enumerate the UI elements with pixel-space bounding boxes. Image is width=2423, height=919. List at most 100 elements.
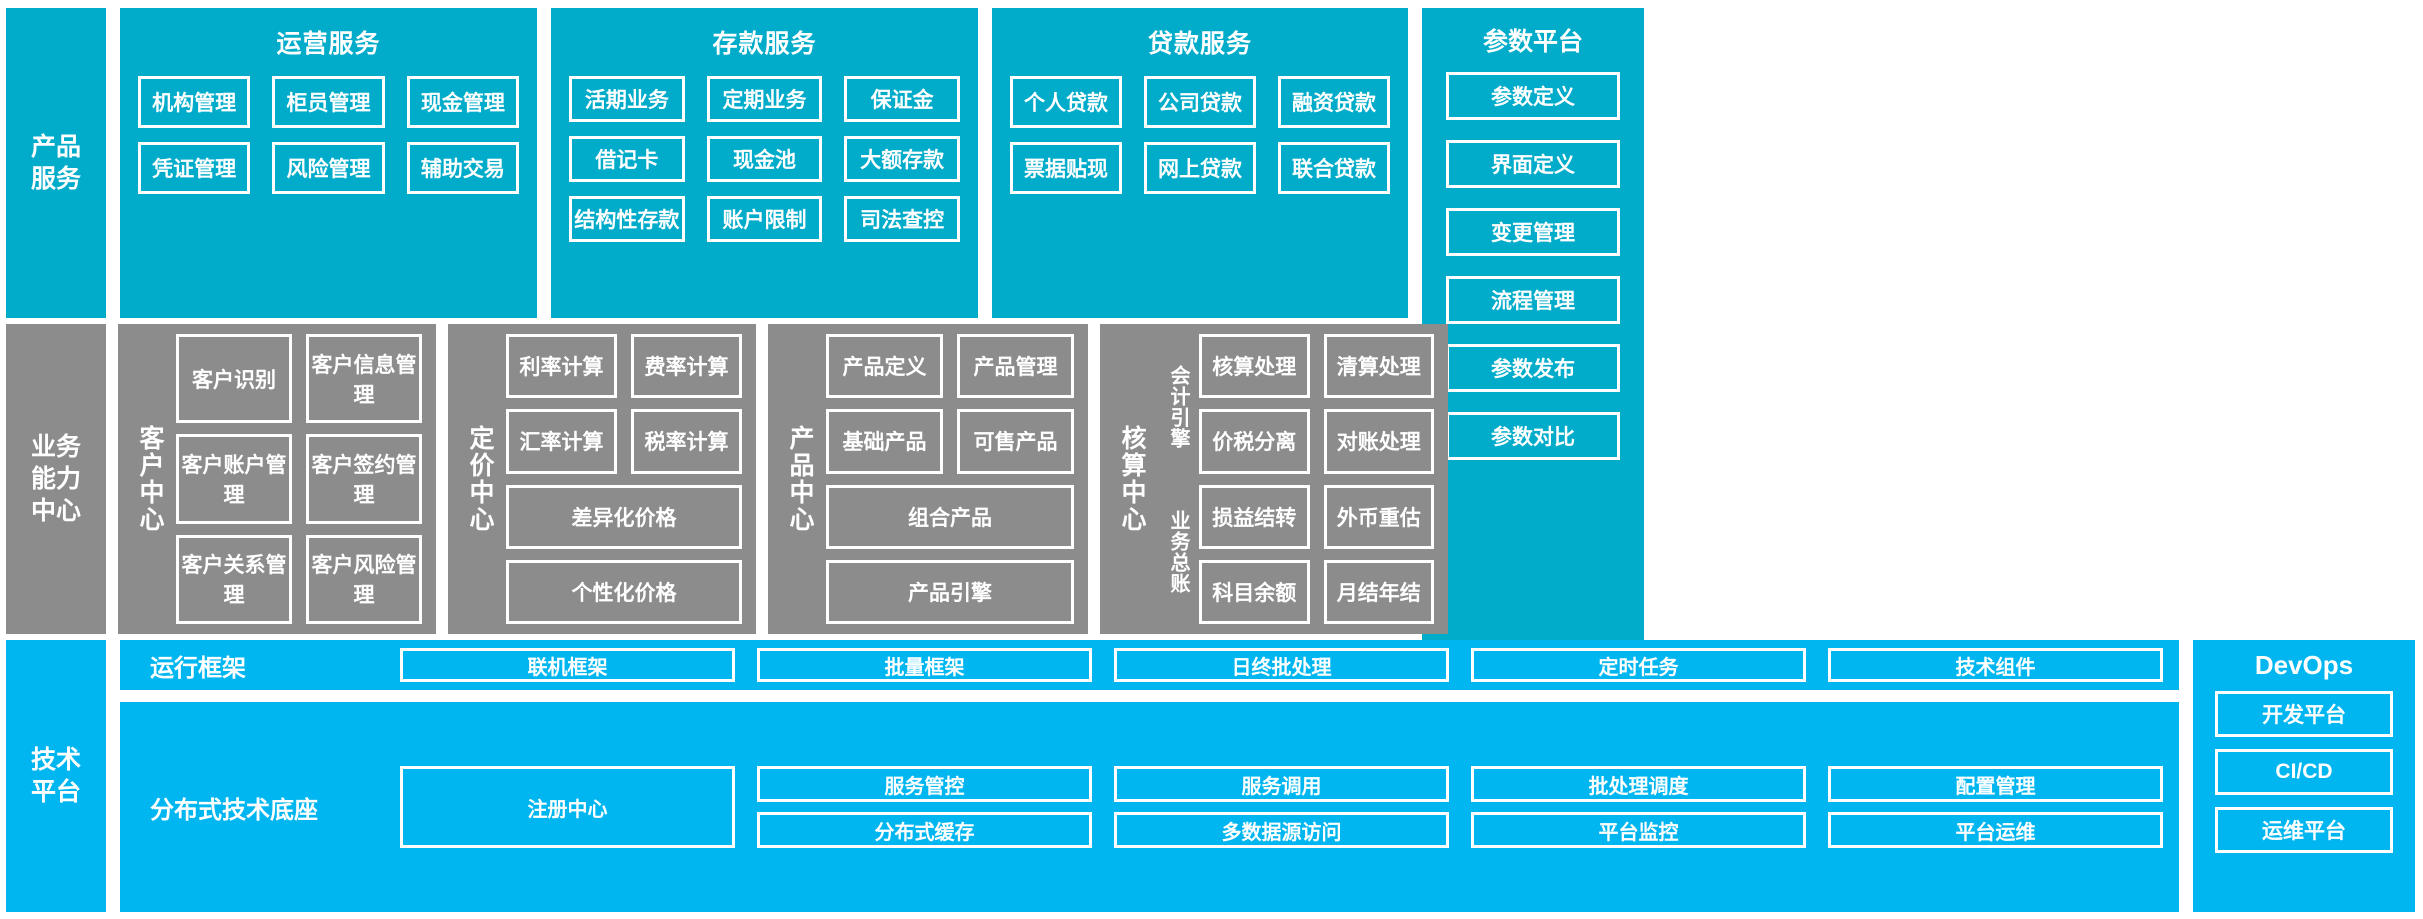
tech-item-platform-operations[interactable]: 平台运维 bbox=[1828, 812, 2163, 848]
tech-item-registry-center[interactable]: 注册中心 bbox=[400, 766, 735, 848]
panel-grid-operations: 机构管理 柜员管理 现金管理 凭证管理 风险管理 辅助交易 bbox=[138, 76, 519, 304]
service-item-personal-loan[interactable]: 个人贷款 bbox=[1010, 76, 1122, 128]
tech-item-technical-component[interactable]: 技术组件 bbox=[1828, 648, 2163, 682]
center-grid-customer: 客户识别 客户信息管理 客户账户管理 客户签约管理 客户关系管理 客户风险管理 bbox=[176, 334, 422, 624]
panel-title-operations: 运营服务 bbox=[276, 30, 381, 58]
service-item-time-deposit[interactable]: 定期业务 bbox=[706, 76, 823, 122]
panel-grid-loan: 个人贷款 公司贷款 融资贷款 票据贴现 网上贷款 联合贷款 bbox=[1010, 76, 1390, 304]
panel-title-parameter-platform: 参数平台 bbox=[1482, 28, 1583, 56]
parameter-platform-list: 参数定义 界面定义 变更管理 流程管理 参数发布 参数对比 bbox=[1446, 72, 1620, 630]
layer-technical-platform: 技术 平台 运行框架 联机框架 批量框架 日终批处理 定时任务 技术组件 分布式… bbox=[0, 640, 2423, 912]
band-cells-runtime-framework: 联机框架 批量框架 日终批处理 定时任务 技术组件 bbox=[400, 648, 2163, 682]
capability-item-accounting-processing[interactable]: 核算处理 bbox=[1199, 334, 1310, 399]
service-item-demand-deposit[interactable]: 活期业务 bbox=[569, 76, 685, 122]
service-item-organization-management[interactable]: 机构管理 bbox=[138, 76, 251, 128]
capability-item-customer-relationship-management[interactable]: 客户关系管理 bbox=[176, 534, 292, 624]
capability-item-product-definition[interactable]: 产品定义 bbox=[826, 334, 943, 399]
band-label-runtime-framework: 运行框架 bbox=[150, 654, 246, 682]
service-item-bill-discounting[interactable]: 票据贴现 bbox=[1010, 142, 1122, 194]
product-service-label-line2: 服务 bbox=[30, 165, 81, 193]
capability-item-customer-identification[interactable]: 客户识别 bbox=[176, 334, 292, 424]
service-item-syndicated-loan[interactable]: 联合贷款 bbox=[1278, 142, 1390, 194]
tech-item-configuration-management[interactable]: 配置管理 bbox=[1828, 766, 2163, 802]
param-item-parameter-definition[interactable]: 参数定义 bbox=[1446, 72, 1620, 120]
panel-deposit-services: 存款服务 活期业务 定期业务 保证金 借记卡 现金池 大额存款 结构性存款 账户… bbox=[551, 8, 978, 318]
param-item-ui-definition[interactable]: 界面定义 bbox=[1446, 140, 1620, 188]
service-item-corporate-loan[interactable]: 公司贷款 bbox=[1144, 76, 1256, 128]
capability-item-composite-product[interactable]: 组合产品 bbox=[826, 484, 1074, 549]
panel-parameter-platform: 参数平台 参数定义 界面定义 变更管理 流程管理 参数发布 参数对比 bbox=[1422, 8, 1644, 642]
capability-item-profit-loss-carryover[interactable]: 损益结转 bbox=[1199, 484, 1310, 549]
center-product: 产品中心 产品定义 产品管理 基础产品 可售产品 组合产品 产品引擎 bbox=[768, 324, 1088, 634]
panel-title-devops: DevOps bbox=[2254, 650, 2354, 680]
band-label-distributed-base: 分布式技术底座 bbox=[150, 796, 318, 824]
tech-item-distributed-cache[interactable]: 分布式缓存 bbox=[757, 812, 1092, 848]
capability-item-customer-contract-management[interactable]: 客户签约管理 bbox=[306, 434, 422, 524]
devops-item-development-platform[interactable]: 开发平台 bbox=[2215, 691, 2393, 737]
technical-platform-bands: 运行框架 联机框架 批量框架 日终批处理 定时任务 技术组件 分布式技术底座 注… bbox=[120, 640, 2179, 912]
capability-item-base-product[interactable]: 基础产品 bbox=[826, 409, 943, 474]
capability-item-exchange-rate-calculation[interactable]: 汇率计算 bbox=[506, 409, 617, 474]
parameter-platform-spacer bbox=[1460, 324, 1682, 634]
capability-item-product-engine[interactable]: 产品引擎 bbox=[826, 559, 1074, 624]
service-item-auxiliary-transaction[interactable]: 辅助交易 bbox=[406, 142, 519, 194]
capability-item-reconciliation-processing[interactable]: 对账处理 bbox=[1323, 409, 1434, 474]
panel-grid-deposit: 活期业务 定期业务 保证金 借记卡 现金池 大额存款 结构性存款 账户限制 司法… bbox=[569, 76, 960, 304]
capability-item-settlement-processing[interactable]: 清算处理 bbox=[1323, 334, 1434, 399]
service-item-risk-management[interactable]: 风险管理 bbox=[272, 142, 385, 194]
service-item-account-restriction[interactable]: 账户限制 bbox=[706, 196, 823, 242]
devops-item-ci-cd[interactable]: CI/CD bbox=[2215, 749, 2393, 795]
center-sublabel-general-ledger: 业务总账 bbox=[1167, 509, 1189, 594]
center-grid-accounting: 核算处理 清算处理 价税分离 对账处理 损益结转 外币重估 科目余额 月结年结 bbox=[1199, 334, 1434, 624]
service-item-online-loan[interactable]: 网上贷款 bbox=[1144, 142, 1256, 194]
capability-item-foreign-currency-revaluation[interactable]: 外币重估 bbox=[1323, 484, 1434, 549]
layer-product-service: 产品 服务 运营服务 机构管理 柜员管理 现金管理 凭证管理 风险管理 辅助交易… bbox=[0, 0, 2423, 642]
panel-title-loan: 贷款服务 bbox=[1147, 30, 1252, 58]
capability-item-fee-rate-calculation[interactable]: 费率计算 bbox=[631, 334, 742, 399]
capability-item-personalized-pricing[interactable]: 个性化价格 bbox=[506, 559, 742, 624]
layer-label-business-capability: 业务 能力 中心 bbox=[6, 324, 106, 634]
tech-item-batch-framework[interactable]: 批量框架 bbox=[757, 648, 1092, 682]
param-item-process-management[interactable]: 流程管理 bbox=[1446, 276, 1620, 324]
band-cells-distributed-base: 注册中心 服务管控 服务调用 批处理调度 配置管理 分布式缓存 多数据源访问 平… bbox=[400, 766, 2163, 848]
service-item-voucher-management[interactable]: 凭证管理 bbox=[138, 142, 251, 194]
service-item-cash-management[interactable]: 现金管理 bbox=[406, 76, 519, 128]
service-item-structured-deposit[interactable]: 结构性存款 bbox=[569, 196, 685, 242]
capability-item-interest-rate-calculation[interactable]: 利率计算 bbox=[506, 334, 617, 399]
center-accounting: 核算中心 会计引擎 业务总账 核算处理 清算处理 价税分离 对账处理 损益结转 … bbox=[1100, 324, 1448, 634]
capability-item-customer-info-management[interactable]: 客户信息管理 bbox=[306, 334, 422, 424]
center-label-accounting: 核算中心 bbox=[1118, 425, 1146, 533]
capability-item-customer-risk-management[interactable]: 客户风险管理 bbox=[306, 534, 422, 624]
capability-item-month-year-end-closing[interactable]: 月结年结 bbox=[1323, 559, 1434, 624]
capability-item-price-tax-separation[interactable]: 价税分离 bbox=[1199, 409, 1310, 474]
service-item-margin-deposit[interactable]: 保证金 bbox=[844, 76, 960, 122]
center-grid-pricing: 利率计算 费率计算 汇率计算 税率计算 差异化价格 个性化价格 bbox=[506, 334, 742, 624]
capability-item-customer-account-management[interactable]: 客户账户管理 bbox=[176, 434, 292, 524]
tech-item-platform-monitoring[interactable]: 平台监控 bbox=[1471, 812, 1806, 848]
tech-item-online-framework[interactable]: 联机框架 bbox=[400, 648, 735, 682]
service-item-debit-card[interactable]: 借记卡 bbox=[569, 136, 685, 182]
devops-item-ops-platform[interactable]: 运维平台 bbox=[2215, 807, 2393, 853]
service-item-large-deposit[interactable]: 大额存款 bbox=[844, 136, 960, 182]
service-item-judicial-freeze[interactable]: 司法查控 bbox=[844, 196, 960, 242]
service-item-financing-loan[interactable]: 融资贷款 bbox=[1278, 76, 1390, 128]
center-grid-product: 产品定义 产品管理 基础产品 可售产品 组合产品 产品引擎 bbox=[826, 334, 1074, 624]
capability-item-sellable-product[interactable]: 可售产品 bbox=[957, 409, 1074, 474]
tech-item-service-governance[interactable]: 服务管控 bbox=[757, 766, 1092, 802]
tech-item-scheduled-task[interactable]: 定时任务 bbox=[1471, 648, 1806, 682]
tech-item-multi-datasource-access[interactable]: 多数据源访问 bbox=[1114, 812, 1449, 848]
tech-item-service-invocation[interactable]: 服务调用 bbox=[1114, 766, 1449, 802]
capability-item-tax-rate-calculation[interactable]: 税率计算 bbox=[631, 409, 742, 474]
capability-item-product-management[interactable]: 产品管理 bbox=[957, 334, 1074, 399]
param-item-change-management[interactable]: 变更管理 bbox=[1446, 208, 1620, 256]
capability-item-differentiated-pricing[interactable]: 差异化价格 bbox=[506, 484, 742, 549]
layer-business-capability: 业务 能力 中心 客户中心 客户识别 客户信息管理 客户账户管理 客户签约管理 … bbox=[0, 324, 2423, 634]
capability-item-account-balance[interactable]: 科目余额 bbox=[1199, 559, 1310, 624]
product-service-label-line1: 产品 bbox=[30, 133, 81, 161]
business-capability-label-line1: 业务 bbox=[30, 433, 81, 461]
tech-item-batch-scheduling[interactable]: 批处理调度 bbox=[1471, 766, 1806, 802]
service-item-teller-management[interactable]: 柜员管理 bbox=[272, 76, 385, 128]
service-item-cash-pool[interactable]: 现金池 bbox=[706, 136, 823, 182]
devops-list: 开发平台 CI/CD 运维平台 bbox=[2215, 691, 2393, 900]
tech-item-end-of-day-batch[interactable]: 日终批处理 bbox=[1114, 648, 1449, 682]
